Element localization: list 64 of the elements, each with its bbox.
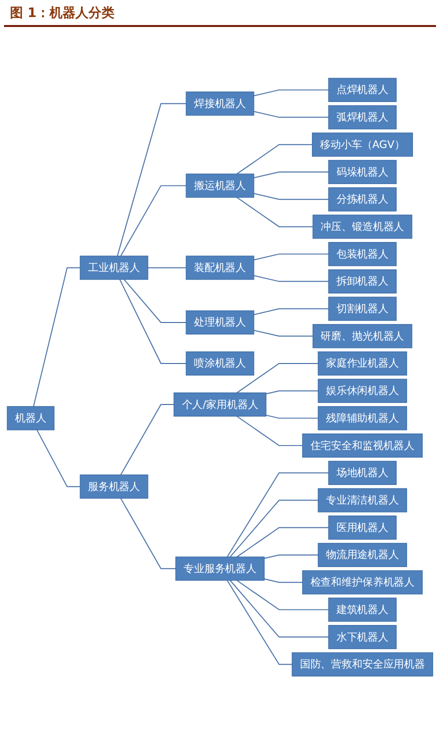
connector — [236, 416, 303, 446]
node-box: 搬运机器人 — [186, 173, 254, 198]
node-box: 移动小车（AGV） — [312, 132, 413, 157]
connector — [266, 414, 319, 419]
node-box: 码垛机器人 — [328, 160, 397, 184]
node-box: 工业机器人 — [80, 256, 148, 280]
connector — [226, 472, 330, 558]
node-box: 个人/家用机器人 — [174, 392, 266, 416]
node-box: 服务机器人 — [80, 474, 148, 498]
node-box: 残障辅助机器人 — [318, 406, 408, 430]
node-box: 娱乐休闲机器人 — [318, 378, 408, 403]
connector — [116, 102, 187, 256]
node-box: 水下机器人 — [328, 624, 397, 649]
connector — [253, 89, 330, 96]
connector — [120, 498, 176, 569]
node-box: 点焊机器人 — [328, 78, 397, 102]
node-box: 机器人 — [6, 406, 54, 430]
connector — [147, 267, 187, 268]
connector — [253, 253, 330, 260]
connector — [226, 580, 293, 665]
node-box: 家庭作业机器人 — [318, 351, 408, 376]
connector — [236, 196, 314, 228]
connector — [253, 192, 330, 200]
node-box: 建筑机器人 — [328, 597, 397, 622]
node-box: 装配机器人 — [186, 256, 254, 280]
connector — [253, 110, 330, 118]
connector — [120, 185, 187, 256]
node-box: 拆卸机器人 — [328, 269, 397, 294]
connector — [236, 362, 319, 394]
node-box: 场地机器人 — [328, 460, 397, 485]
connector — [124, 278, 187, 323]
node-box: 焊接机器人 — [186, 91, 254, 116]
connector — [253, 308, 330, 315]
connector — [264, 578, 303, 583]
node-box: 冲压、锻造机器人 — [312, 214, 412, 239]
connector — [236, 526, 330, 558]
connector — [120, 404, 174, 476]
node-box: 弧焊机器人 — [328, 105, 397, 130]
connector — [253, 330, 314, 336]
connector — [266, 390, 319, 394]
node-box: 医用机器人 — [328, 515, 397, 540]
connector — [33, 267, 81, 407]
figure-title: 图 1：机器人分类 — [4, 0, 436, 27]
node-box: 专业服务机器人 — [175, 556, 265, 581]
connector — [253, 274, 330, 282]
connector — [230, 580, 330, 638]
connector — [236, 580, 330, 610]
connector — [119, 278, 187, 364]
node-box: 国防、营救和安全应用机器 — [292, 652, 434, 676]
node-box: 检查和维护保养机器人 — [302, 570, 423, 594]
node-box: 分拣机器人 — [328, 187, 397, 212]
node-box: 专业清洁机器人 — [318, 488, 408, 512]
connector — [236, 144, 313, 174]
node-box: 包装机器人 — [328, 242, 397, 266]
node-box: 住宅安全和监视机器人 — [302, 433, 423, 458]
connector — [230, 500, 319, 558]
node-box: 处理机器人 — [186, 310, 254, 334]
connector — [253, 171, 330, 178]
connector — [36, 429, 81, 487]
connector — [264, 554, 319, 559]
node-box: 喷涂机器人 — [186, 351, 254, 376]
node-box: 物流用途机器人 — [318, 542, 408, 567]
node-box: 切割机器人 — [328, 296, 397, 321]
node-box: 研磨、抛光机器人 — [312, 324, 412, 348]
